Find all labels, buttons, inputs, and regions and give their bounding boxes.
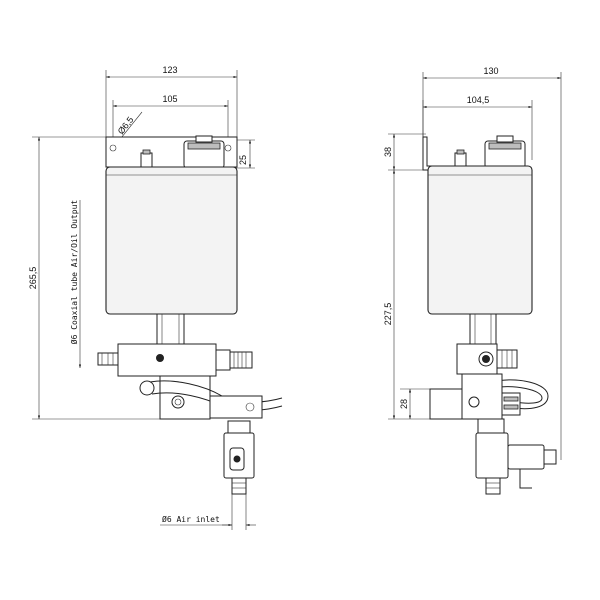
output-label: Ø6 Coaxial tube Air/Oil Output — [69, 200, 79, 345]
dim-side-bracket-height-label: 38 — [383, 147, 393, 157]
side-air-inlet-fitting — [485, 477, 501, 495]
side-solenoid-coil — [507, 444, 545, 470]
mount-hole-left — [109, 144, 117, 152]
front-solenoid-mount — [209, 395, 263, 419]
dim-front-overall-height-label: 265,5 — [28, 267, 38, 290]
side-pump-block — [456, 343, 518, 375]
front-view: 123 105 Ø6,5 25 265,5 — [28, 65, 283, 530]
front-reservoir-body — [105, 166, 238, 315]
dim-front-hole-spacing-label: 105 — [162, 94, 177, 104]
dim-side-mount-to-bottom: 227,5 — [383, 170, 430, 420]
side-solenoid-valve — [475, 418, 557, 495]
front-solenoid-valve — [223, 420, 255, 495]
front-filler-cap — [183, 135, 225, 169]
dim-side-valve-height-label: 28 — [399, 399, 409, 409]
dim-front-hole-diameter-label: Ø6,5 — [116, 115, 136, 137]
front-pump-block — [97, 343, 253, 377]
front-pump-column — [156, 313, 185, 345]
side-view: 130 104,5 38 227,5 28 — [383, 66, 562, 495]
air-inlet-label: Ø6 Air inlet — [162, 514, 220, 524]
dim-side-body-width-label: 104,5 — [467, 95, 490, 105]
dim-side-mount-to-bottom-label: 227,5 — [383, 303, 393, 326]
side-hose-inner — [489, 386, 543, 404]
front-adjust-knob — [229, 351, 253, 369]
side-valve-block — [429, 373, 521, 420]
side-small-plug — [454, 149, 467, 169]
dim-front-overall-height: 265,5 — [28, 136, 165, 420]
side-output-fitting — [429, 388, 463, 420]
side-filler-cap — [484, 135, 526, 169]
dim-side-body-width: 104,5 — [422, 95, 533, 160]
dim-side-valve-height: 28 — [399, 388, 430, 419]
front-small-plug — [140, 149, 153, 169]
side-pump-column — [469, 313, 497, 345]
dim-side-overall-width-label: 130 — [483, 66, 498, 76]
dim-front-bracket-height-label: 25 — [238, 155, 248, 165]
front-valve-block — [139, 375, 283, 420]
dim-side-bracket-height: 38 — [383, 133, 426, 171]
dim-air-inlet: Ø6 Air inlet — [160, 494, 256, 530]
side-mounting-bracket — [422, 136, 436, 171]
side-reservoir-body — [427, 165, 533, 315]
mount-hole-right — [224, 144, 232, 152]
side-hose-outer — [489, 379, 549, 410]
front-air-inlet-fitting — [231, 477, 247, 495]
output-label-group: Ø6 Coaxial tube Air/Oil Output — [69, 200, 82, 368]
dim-front-overall-width-label: 123 — [162, 65, 177, 75]
